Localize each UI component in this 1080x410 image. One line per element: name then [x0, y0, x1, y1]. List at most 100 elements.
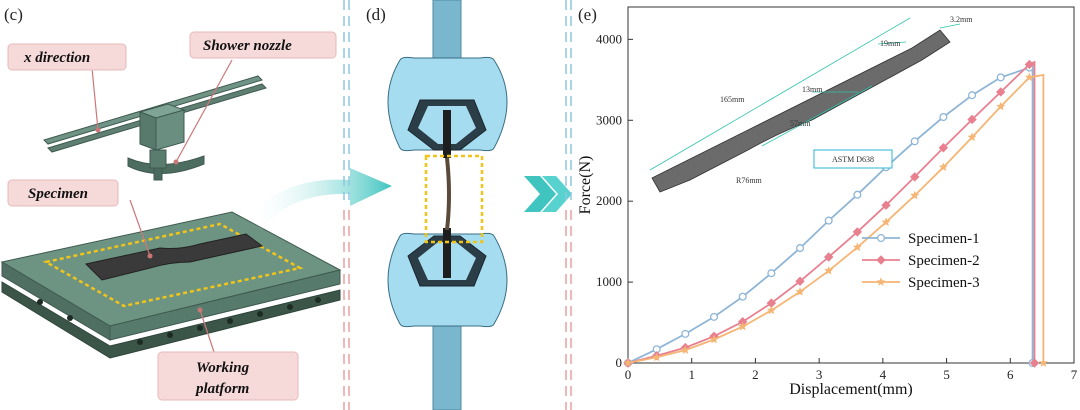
specimen-inset: 165mm 57mm 13mm 19mm 3.2mm R76mm ASTM D6… — [649, 15, 973, 193]
data-point — [709, 334, 719, 344]
dim-total-length: 165mm — [720, 95, 745, 104]
svg-text:platform: platform — [194, 381, 249, 397]
y-tick-label: 3000 — [596, 112, 622, 127]
data-point — [681, 329, 690, 338]
label-shower-nozzle: Shower nozzle — [189, 31, 337, 59]
data-point — [939, 112, 948, 122]
plot-frame — [627, 6, 1075, 364]
data-point — [738, 321, 748, 331]
legend-label: Specimen-3 — [908, 275, 980, 291]
data-point — [938, 162, 949, 172]
working-platform — [0, 211, 342, 359]
legend-item: Specimen-3 — [862, 275, 980, 291]
dim-thickness: 3.2mm — [950, 15, 973, 24]
data-point — [853, 190, 862, 199]
upper-grip — [387, 56, 508, 158]
data-point — [652, 352, 662, 362]
y-axis-title: Force(N) — [577, 156, 594, 215]
divider-c-d — [343, 0, 350, 410]
panel-c-letter: (c) — [4, 5, 23, 24]
data-point — [852, 227, 863, 237]
data-point — [876, 233, 886, 243]
series-line — [627, 73, 1045, 364]
process-arrow — [248, 168, 392, 230]
data-point — [881, 217, 891, 227]
data-point — [767, 269, 776, 278]
data-point — [996, 87, 1006, 97]
legend-label: Specimen-2 — [908, 253, 980, 269]
svg-text:Shower nozzle: Shower nozzle — [203, 38, 292, 54]
platform-holes — [37, 297, 321, 345]
legend-item: Specimen-1 — [862, 231, 980, 247]
data-point — [795, 286, 805, 296]
legend-item: Specimen-2 — [862, 253, 980, 269]
label-x-direction: x direction — [7, 43, 127, 71]
series-specimen-3 — [623, 72, 1049, 367]
x-tick-label: 4 — [880, 367, 887, 382]
x-tick-label: 0 — [625, 367, 632, 382]
data-point — [795, 244, 805, 253]
data-point — [623, 358, 633, 367]
x-axis-title: Displacement(mm) — [789, 381, 913, 398]
panel-e-letter: (e) — [578, 5, 597, 24]
panel-d-letter: (d) — [366, 5, 386, 24]
data-point — [996, 101, 1006, 111]
data-point — [996, 73, 1005, 82]
data-point — [1024, 72, 1035, 82]
data-point — [938, 143, 949, 153]
data-point — [876, 255, 886, 265]
data-point — [824, 265, 834, 275]
data-point — [1029, 358, 1040, 368]
data-point — [910, 137, 919, 146]
chevron-arrow-icon — [524, 176, 572, 212]
lower-rod — [432, 321, 462, 410]
data-point — [824, 216, 833, 225]
data-point — [910, 190, 920, 200]
data-point — [709, 312, 719, 321]
data-point — [766, 305, 777, 315]
data-point — [823, 252, 834, 262]
data-point — [881, 200, 891, 210]
label-working-platform: Working platform — [157, 351, 299, 401]
standard-label: ASTM D638 — [832, 155, 874, 164]
svg-text:x direction: x direction — [23, 50, 90, 66]
divider-d-e — [565, 0, 572, 410]
data-point — [1038, 358, 1049, 367]
y-tick-label: 0 — [616, 355, 623, 370]
panel-d: (d) — [366, 0, 572, 410]
dim-gauge-length: 57mm — [790, 119, 811, 128]
data-point — [1024, 59, 1035, 70]
svg-text:Specimen: Specimen — [28, 186, 88, 202]
data-point — [876, 277, 886, 286]
data-point — [852, 242, 863, 252]
dim-grip-width: 19mm — [880, 39, 901, 48]
data-point — [738, 292, 747, 301]
data-point — [680, 345, 691, 355]
data-point — [795, 276, 805, 286]
y-tick-label: 1000 — [596, 274, 622, 289]
svg-text:Working: Working — [196, 360, 250, 376]
x-tick-label: 7 — [1071, 367, 1078, 382]
data-point — [967, 132, 977, 142]
legend-label: Specimen-1 — [908, 231, 980, 247]
x-tick-label: 6 — [1007, 367, 1014, 382]
x-tick-label: 5 — [943, 367, 950, 382]
lower-grip — [387, 228, 508, 328]
x-tick-label: 3 — [816, 367, 823, 382]
x-tick-label: 2 — [752, 367, 759, 382]
y-tick-label: 4000 — [596, 31, 622, 46]
dim-radius: R76mm — [736, 176, 763, 185]
gauge-highlight — [424, 154, 484, 244]
x-axis: 0 1 2 3 4 5 6 7 — [625, 358, 1078, 382]
panel-c: (c) x direction Shower nozzle — [0, 5, 392, 401]
specimen-bar — [84, 233, 264, 281]
x-tick-label: 1 — [688, 367, 695, 382]
nozzle-carriage — [127, 103, 205, 181]
label-specimen: Specimen — [7, 179, 119, 207]
data-point — [968, 91, 977, 100]
